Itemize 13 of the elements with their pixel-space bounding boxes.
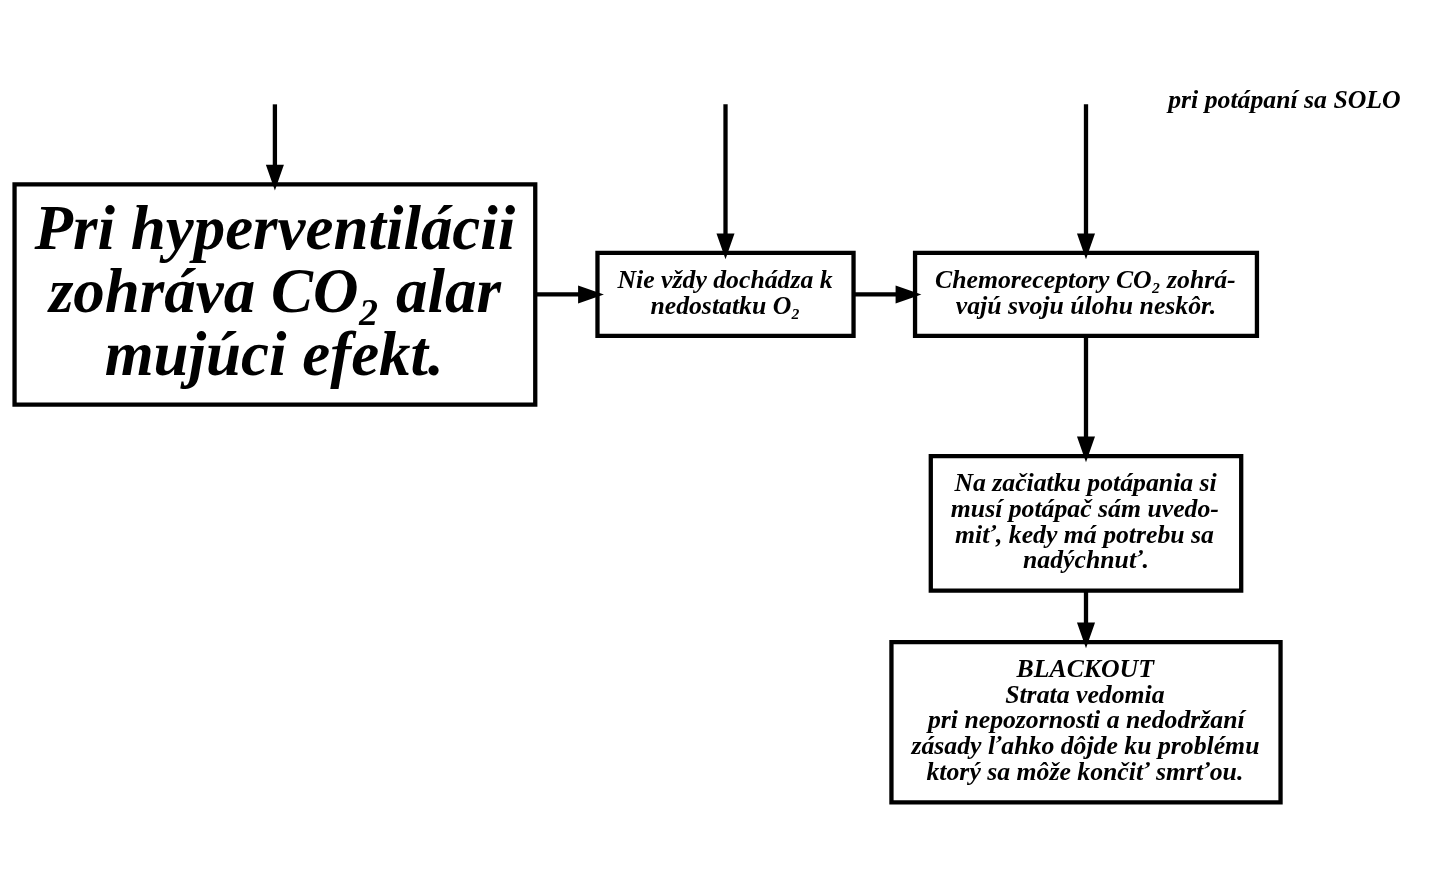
label: pri potápaní sa SOLO (1168, 84, 1401, 114)
arrow (1076, 335, 1096, 462)
node-box: Na začiatku potápania si musí potápač sám uvedo- miť, kedy má potrebu sa nadýchnuť. (928, 453, 1244, 593)
node-box: Nie vždy dochádza k nedostatku O₂ (595, 250, 856, 338)
arrow (1076, 103, 1096, 259)
node-box: Chemoreceptory CO₂ zohrá- vajú svoju úlohu neskôr. (912, 250, 1260, 338)
arrow (265, 103, 284, 190)
arrow (1076, 590, 1096, 648)
node-box: Pri hyperventilácii zohráva CO₂ alar mujúci efekt. (12, 181, 538, 407)
arrow (535, 284, 604, 303)
arrow (716, 103, 735, 259)
arrow (853, 284, 922, 303)
node-box: BLACKOUT Strata vedomia pri nepozornosti a nedodržaní zásady ľahko dôjde ku problému ktorý sa môže končiť smrťou. (889, 639, 1283, 804)
